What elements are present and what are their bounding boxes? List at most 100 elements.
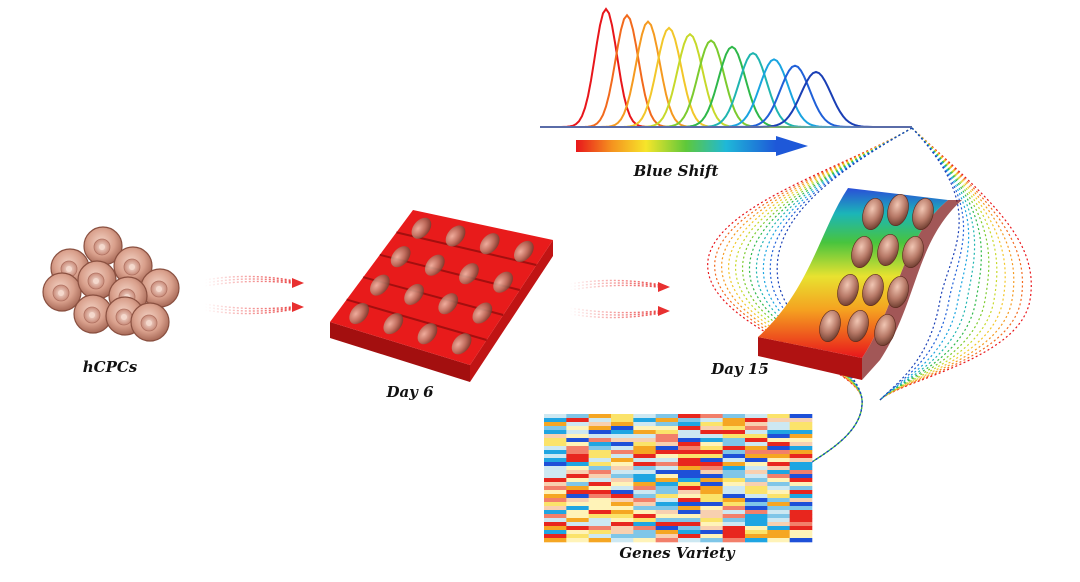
heatmap-cell [611,414,634,419]
heatmap-cell [588,458,612,463]
heatmap-cell [745,486,768,491]
heatmap-cell [745,502,768,507]
heatmap-cell [767,430,790,435]
heatmap-cell [678,446,701,451]
heatmap-cell [722,422,746,427]
heatmap-cell [633,530,656,535]
heatmap-cell [722,426,746,431]
day15-cell [819,310,841,342]
heatmap-cell [722,522,746,527]
heatmap-cell [655,498,679,503]
heatmap-cell [789,454,813,459]
heatmap-cell [767,450,790,455]
heatmap-cell [633,494,656,499]
heatmap-cell [789,466,813,471]
heatmap-cell [566,426,589,431]
heatmap-cell [655,530,679,535]
heatmap-cell [700,530,723,535]
heatmap-cell [767,474,790,479]
heatmap-cell [566,454,589,459]
heatmap-cell [611,526,634,531]
heatmap-cell [633,490,656,495]
heatmap-cell [700,510,723,515]
heatmap-cell [767,414,790,419]
genes-variety-label: Genes Variety [619,544,736,562]
dotted-curve [707,127,1032,463]
heatmap-cell [700,538,723,543]
day6-cell [411,217,432,239]
heatmap-cell [700,498,723,503]
dotted-curve [735,127,998,463]
heatmap-cell [678,462,701,467]
heatmap-cell [789,462,813,467]
heatmap-cell [544,514,567,519]
heatmap-cell [722,442,746,447]
heatmap-cell [789,482,813,487]
heatmap-cell [767,530,790,535]
heatmap-cell [611,522,634,527]
heatmap-cell [544,502,567,507]
heatmap-cell [566,526,589,531]
heatmap-cell [745,518,768,523]
heatmap-cell [678,426,701,431]
heatmap-cell [588,502,612,507]
heatmap-cell [611,426,634,431]
heatmap-cell [678,478,701,483]
hcpcs-cell-cluster [42,226,180,342]
blue-shift-label: Blue Shift [633,162,719,180]
heatmap-cell [611,462,634,467]
heatmap-cell [655,526,679,531]
heatmap-cell [789,494,813,499]
heatmap-cell [544,506,567,511]
heatmap-cell [700,466,723,471]
heatmap-cell [789,486,813,491]
heatmap-cell [544,418,567,423]
heatmap-cell [611,442,634,447]
heatmap-cell [655,446,679,451]
day6-patch [330,210,553,382]
heatmap-cell [678,514,701,519]
heatmap-cell [745,466,768,471]
heatmap-cell [700,470,723,475]
heatmap-cell [633,434,656,439]
heatmap-cell [722,454,746,459]
heatmap-cell [655,450,679,455]
heatmap-cell [678,454,701,459]
heatmap-cell [588,442,612,447]
hcpc-cell [73,294,113,334]
heatmap-cell [566,470,589,475]
heatmap-cell [722,450,746,455]
transition-arrow [204,275,304,288]
spectrum-curve [540,13,912,128]
heatmap-cell [633,506,656,511]
heatmap-cell [655,414,679,419]
heatmap-cell [722,438,746,443]
heatmap-cell [655,442,679,447]
heatmap-cell [611,530,634,535]
heatmap-cell [700,494,723,499]
heatmap-cell [655,522,679,527]
heatmap-cell [633,526,656,531]
heatmap-cell [588,430,612,435]
heatmap-cell [655,494,679,499]
heatmap-cell [655,426,679,431]
heatmap-cell [655,462,679,467]
heatmap-cell [767,522,790,527]
heatmap-cell [767,418,790,423]
heatmap-cell [611,498,634,503]
heatmap-cell [722,446,746,451]
heatmap-cell [745,462,768,467]
heatmap-cell [745,490,768,495]
heatmap-cell [544,530,567,535]
heatmap-cell [767,498,790,503]
hcpc-cell [83,226,123,266]
heatmap-cell [544,442,567,447]
heatmap-cell [611,466,634,471]
heatmap-cell [633,470,656,475]
heatmap-cell [566,418,589,423]
heatmap-cell [655,434,679,439]
heatmap-cell [767,442,790,447]
heatmap-cell [588,466,612,471]
heatmap-cell [700,422,723,427]
